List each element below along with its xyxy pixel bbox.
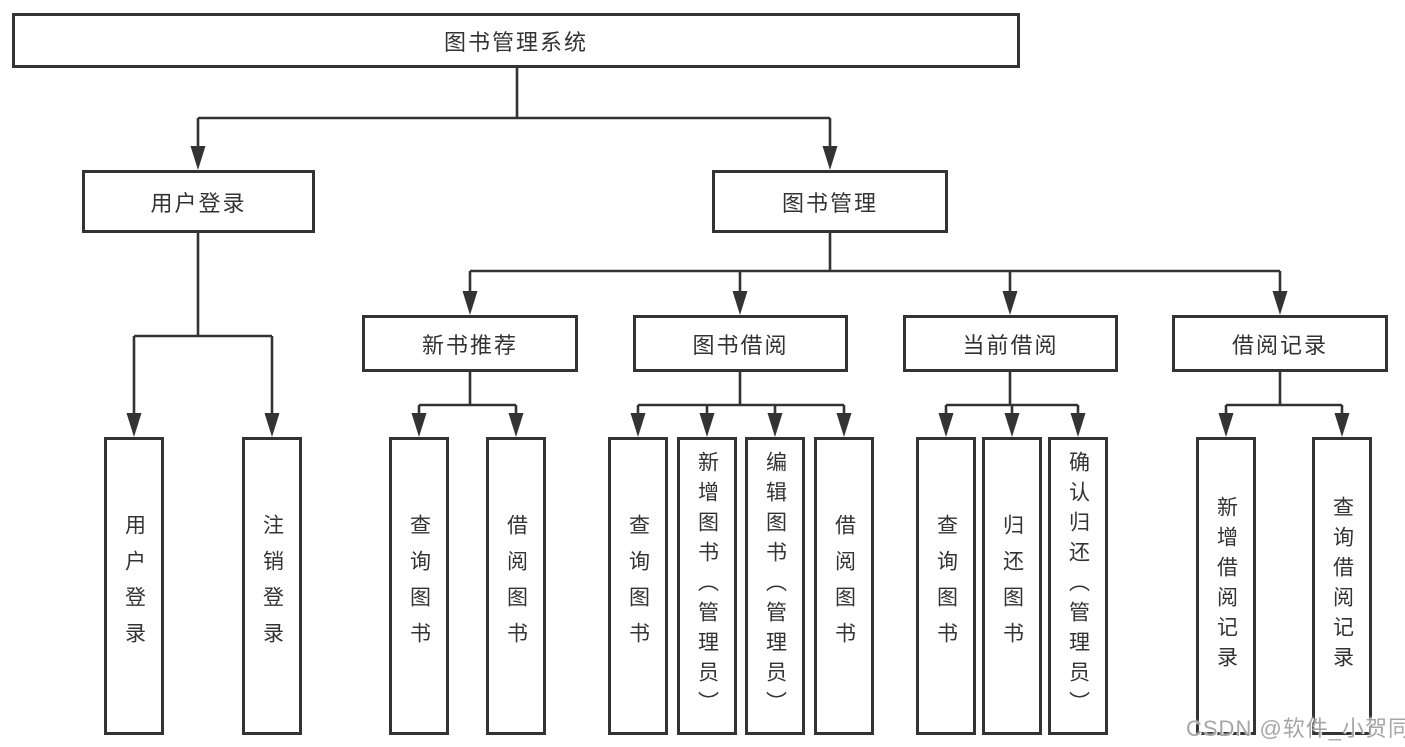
- arrowhead-icon: [732, 291, 748, 315]
- arrowhead-icon: [462, 291, 478, 315]
- arrowhead-icon: [767, 413, 783, 437]
- leaf-bb-edit-book-admin: 编辑图书（管理员）: [745, 437, 805, 735]
- leaf-nbr-borrow-books: 借阅图书: [486, 437, 546, 735]
- arrowhead-icon: [938, 413, 954, 437]
- connector-borrowing-records-to-leaves: [1218, 372, 1350, 437]
- arrowhead-icon: [822, 146, 838, 170]
- leaf-label: 借阅图书: [504, 514, 528, 658]
- node-user-login: 用户登录: [82, 170, 315, 233]
- leaf-label: 查询借阅记录: [1330, 496, 1354, 676]
- node-root: 图书管理系统: [12, 13, 1020, 68]
- node-borrowing-records: 借阅记录: [1172, 315, 1388, 372]
- connector-user-login-to-leaves: [126, 233, 280, 437]
- connector-book-management-to-level3: [462, 233, 1288, 315]
- leaf-label: 新增图书（管理员）: [695, 451, 719, 721]
- connector-book-borrowing-to-leaves: [630, 372, 852, 437]
- leaf-bb-add-book-admin: 新增图书（管理员）: [677, 437, 737, 735]
- arrowhead-icon: [1272, 291, 1288, 315]
- arrowhead-icon: [630, 413, 646, 437]
- leaf-cb-query-books: 查询图书: [916, 437, 976, 735]
- leaf-label: 借阅图书: [832, 514, 856, 658]
- node-book-management: 图书管理: [712, 170, 948, 233]
- arrowhead-icon: [1070, 413, 1086, 437]
- arrowhead-icon: [411, 413, 427, 437]
- watermark: CSDN @软件_小贺同学: [1186, 716, 1405, 741]
- leaf-bb-query-books: 查询图书: [608, 437, 668, 735]
- leaf-cb-return-books: 归还图书: [982, 437, 1042, 735]
- node-current-borrowing: 当前借阅: [903, 315, 1118, 372]
- leaf-label: 归还图书: [1000, 514, 1024, 658]
- leaf-cb-confirm-return-admin: 确认归还（管理员）: [1048, 437, 1108, 735]
- leaf-label: 用户登录: [122, 514, 146, 658]
- leaf-br-query-record: 查询借阅记录: [1312, 437, 1372, 735]
- leaf-label: 新增借阅记录: [1214, 496, 1238, 676]
- arrowhead-icon: [126, 413, 142, 437]
- leaf-logout: 注销登录: [242, 437, 302, 735]
- connector-root-to-level2: [190, 68, 838, 170]
- arrowhead-icon: [1334, 413, 1350, 437]
- arrowhead-icon: [264, 413, 280, 437]
- connector-new-book-recommend-to-leaves: [411, 372, 524, 437]
- leaf-label: 注销登录: [260, 514, 284, 658]
- leaf-label: 查询图书: [626, 514, 650, 658]
- node-book-borrowing: 图书借阅: [633, 315, 848, 372]
- connector-current-borrowing-to-leaves: [938, 372, 1086, 437]
- arrowhead-icon: [1004, 413, 1020, 437]
- leaf-user-login: 用户登录: [104, 437, 164, 735]
- arrowhead-icon: [699, 413, 715, 437]
- arrowhead-icon: [508, 413, 524, 437]
- leaf-label: 确认归还（管理员）: [1066, 451, 1090, 721]
- arrowhead-icon: [1218, 413, 1234, 437]
- leaf-br-add-record: 新增借阅记录: [1196, 437, 1256, 735]
- leaf-bb-borrow-books: 借阅图书: [814, 437, 874, 735]
- arrowhead-icon: [190, 146, 206, 170]
- node-new-book-recommend: 新书推荐: [362, 315, 578, 372]
- leaf-nbr-query-books: 查询图书: [389, 437, 449, 735]
- arrowhead-icon: [1002, 291, 1018, 315]
- leaf-label: 查询图书: [407, 514, 431, 658]
- arrowhead-icon: [836, 413, 852, 437]
- leaf-label: 编辑图书（管理员）: [763, 451, 787, 721]
- leaf-label: 查询图书: [934, 514, 958, 658]
